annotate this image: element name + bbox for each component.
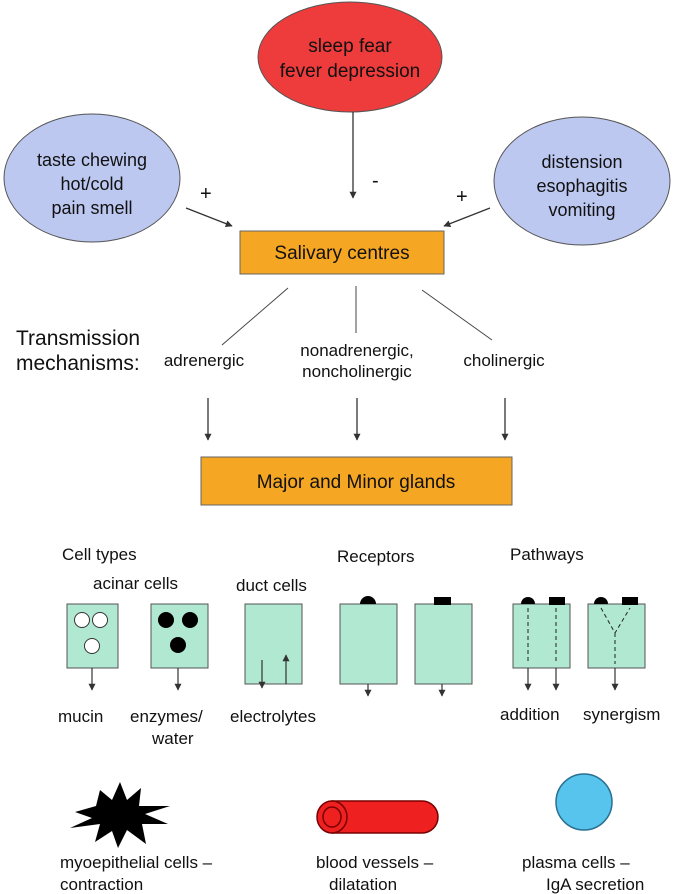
centre-to-adrenergic-line bbox=[221, 287, 289, 346]
stimuli-right-arrow bbox=[443, 207, 491, 227]
stimuli-left-sign: + bbox=[200, 183, 212, 205]
centre-to-cholinergic-line bbox=[421, 289, 493, 341]
round-receptor-icon bbox=[521, 597, 535, 604]
square-receptor-icon bbox=[434, 597, 451, 605]
stimuli-right-ellipse bbox=[493, 116, 671, 246]
plasma-label-line-1: plasma cells – bbox=[522, 853, 630, 872]
myoepithelial-label-line-2: contraction bbox=[60, 875, 143, 894]
receptor-cell-box bbox=[414, 603, 473, 685]
mucin-label: mucin bbox=[58, 707, 103, 726]
synergism-pathway-cell bbox=[587, 597, 646, 669]
salivary-centres-box bbox=[239, 230, 445, 275]
synergism-label: synergism bbox=[583, 705, 660, 724]
inhibitors-ellipse bbox=[257, 1, 443, 113]
mucous-cell-box bbox=[66, 603, 119, 669]
mucin-granule bbox=[84, 638, 100, 654]
pathways-heading: Pathways bbox=[510, 545, 584, 564]
cell-types-heading: Cell types bbox=[62, 545, 137, 564]
plasma-cell bbox=[555, 773, 613, 831]
inhibitors-line-2: fever depression bbox=[280, 61, 420, 82]
mucin-granule bbox=[92, 612, 108, 628]
duct-cell-box bbox=[244, 603, 303, 685]
stimuli-right-node: distension esophagitis vomiting bbox=[493, 116, 671, 246]
receptors-heading: Receptors bbox=[337, 547, 414, 566]
enzyme-granule bbox=[158, 612, 174, 628]
glands-node: Major and Minor glands bbox=[200, 456, 513, 506]
electrolytes-label: electrolytes bbox=[230, 707, 316, 726]
duct-cell bbox=[244, 603, 303, 685]
enzyme-granule bbox=[170, 637, 186, 653]
glands-box bbox=[200, 456, 513, 506]
addition-label: addition bbox=[500, 705, 560, 724]
blood-vessel bbox=[316, 800, 439, 834]
stimuli-right-line-2: esophagitis bbox=[536, 176, 627, 196]
blood-vessel-label-line-2: dilatation bbox=[329, 875, 397, 894]
addition-pathway-cell bbox=[512, 597, 571, 669]
transmission-label-line-1: Transmission bbox=[16, 327, 140, 350]
plasma-cell-icon bbox=[555, 773, 613, 831]
salivary-centres-label: Salivary centres bbox=[274, 243, 409, 264]
synergism-cell-box bbox=[587, 603, 646, 669]
stimuli-left-line-1: taste chewing bbox=[37, 150, 147, 170]
acinar-cells-label: acinar cells bbox=[93, 574, 178, 593]
enzyme-granule bbox=[182, 612, 198, 628]
plasma-label-line-2: IgA secretion bbox=[546, 875, 644, 894]
inhibitors-node: sleep fear fever depression bbox=[257, 1, 443, 113]
round-receptor-icon bbox=[360, 596, 376, 604]
receptor-cell-round bbox=[339, 596, 398, 685]
serous-acinar-cell bbox=[150, 603, 209, 669]
inhibitor-sign: - bbox=[372, 170, 379, 192]
myoepithelial-label-line-1: myoepithelial cells – bbox=[60, 853, 213, 872]
myoepithelial-star-icon bbox=[70, 782, 170, 848]
receptor-cell-box bbox=[339, 603, 398, 685]
nanc-label-line-2: noncholinergic bbox=[302, 362, 412, 381]
mucous-acinar-cell bbox=[66, 603, 119, 669]
inhibitors-line-1: sleep fear bbox=[308, 36, 392, 57]
stimuli-right-line-3: vomiting bbox=[548, 200, 615, 220]
stimuli-left-ellipse bbox=[3, 113, 181, 243]
addition-cell-box bbox=[512, 603, 571, 669]
enzymes-label-line-1: enzymes/ bbox=[130, 707, 203, 726]
blood-vessel-tube bbox=[331, 800, 439, 834]
stimuli-left-node: taste chewing hot/cold pain smell bbox=[3, 113, 181, 243]
square-receptor-icon bbox=[622, 597, 638, 605]
blood-vessel-lumen-inner bbox=[322, 806, 342, 828]
nanc-label-line-1: nonadrenergic, bbox=[300, 341, 413, 360]
stimuli-left-line-3: pain smell bbox=[51, 198, 132, 218]
stimuli-left-line-2: hot/cold bbox=[60, 174, 123, 194]
salivary-centres-node: Salivary centres bbox=[239, 230, 445, 275]
duct-cells-label: duct cells bbox=[236, 576, 307, 595]
mucin-granule bbox=[74, 612, 90, 628]
serous-cell-box bbox=[150, 603, 209, 669]
stimuli-right-sign: + bbox=[456, 186, 468, 208]
stimuli-left-arrow bbox=[185, 207, 233, 227]
blood-vessel-label-line-1: blood vessels – bbox=[316, 853, 434, 872]
cholinergic-label: cholinergic bbox=[463, 351, 545, 370]
receptor-cell-square bbox=[414, 597, 473, 685]
stimuli-right-line-1: distension bbox=[541, 152, 622, 172]
transmission-label-line-2: mechanisms: bbox=[16, 352, 140, 375]
enzymes-label-line-2: water bbox=[151, 729, 194, 748]
myoepithelial-cell bbox=[70, 782, 170, 848]
round-receptor-icon bbox=[594, 597, 608, 604]
square-receptor-icon bbox=[549, 597, 565, 605]
glands-label: Major and Minor glands bbox=[257, 472, 456, 493]
adrenergic-label: adrenergic bbox=[164, 351, 245, 370]
